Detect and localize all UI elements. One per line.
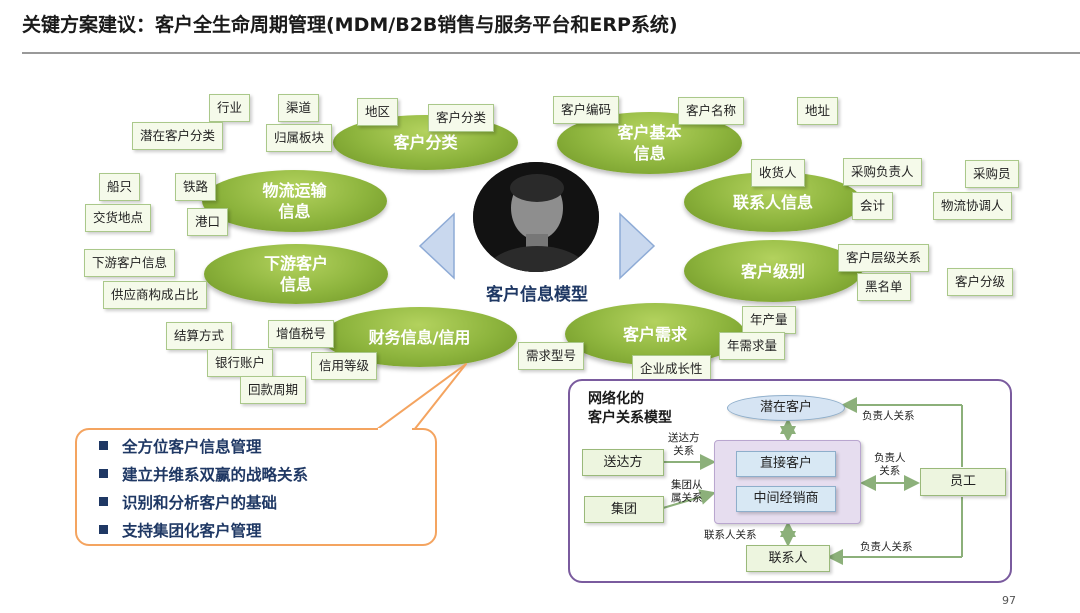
label-owner-relation-top: 负责人关系 [862,410,915,423]
node-employee: 员工 [920,468,1006,496]
page-number: 97 [1002,594,1016,607]
label-owner-relation-mid: 负责人 关系 [874,452,906,478]
node-potential-customer: 潜在客户 [727,395,845,421]
node-direct-customer: 直接客户 [736,451,836,477]
node-delivery-party: 送达方 [582,449,664,476]
node-distributor: 中间经销商 [736,486,836,512]
label-contact-relation: 联系人关系 [704,529,757,542]
label-owner-relation-bottom: 负责人关系 [860,541,913,554]
label-delivery-relation: 送达方 关系 [668,432,700,458]
node-group: 集团 [584,496,664,523]
node-contact: 联系人 [746,545,830,572]
label-group-relation: 集团从 属关系 [671,479,703,505]
